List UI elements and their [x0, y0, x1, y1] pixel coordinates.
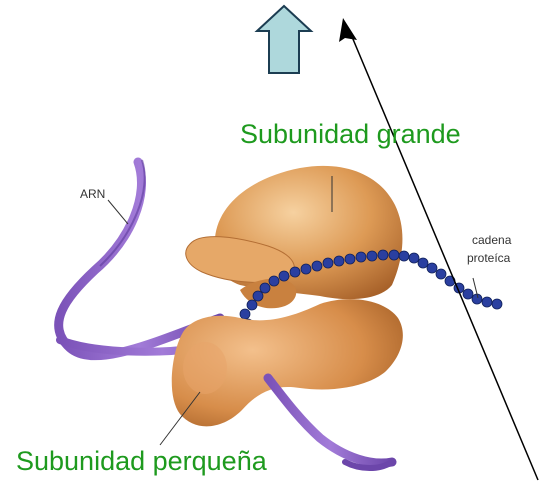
rna-label: ARN: [80, 188, 105, 200]
protein-chain-label-line1: cadena: [472, 234, 511, 246]
rna-ribbon-front: [268, 378, 392, 468]
small-subunit-label: Subunidad perqueña: [16, 448, 267, 475]
rna-label-line: [108, 200, 128, 224]
large-subunit-label: Subunidad grande: [240, 121, 461, 148]
protein-chain-label-line2: proteíca: [467, 252, 510, 264]
large-subunit-shape: [186, 166, 403, 308]
up-arrow-icon: [257, 6, 311, 73]
